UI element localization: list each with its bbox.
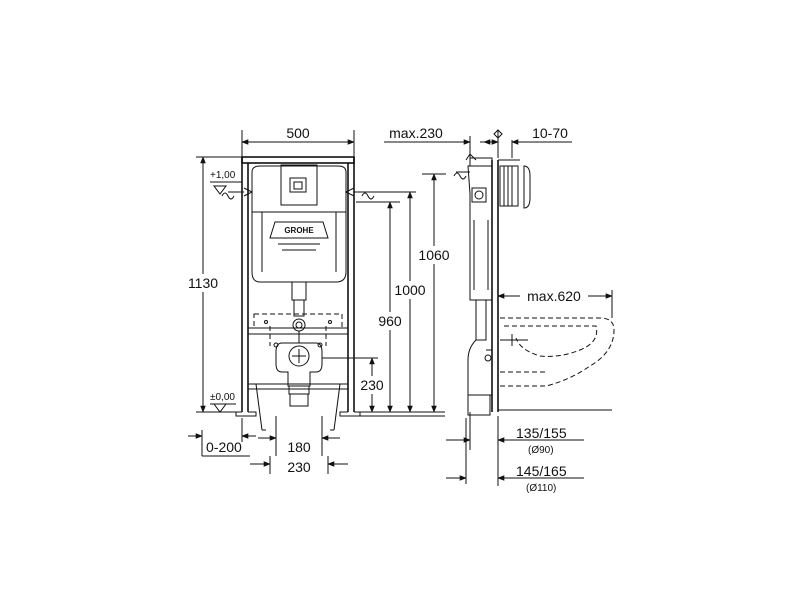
dim-spacing-180: 180 — [258, 416, 340, 456]
level-floor-label: ±0,00 — [210, 392, 235, 403]
svg-text:max.230: max.230 — [389, 125, 443, 141]
svg-text:1000: 1000 — [394, 282, 425, 298]
svg-text:500: 500 — [286, 125, 310, 141]
dim-145-165: 145/165 (Ø110) — [446, 463, 584, 494]
dim-height-230: 230 — [358, 357, 386, 413]
pan-outline — [253, 313, 343, 348]
svg-text:230: 230 — [360, 377, 384, 393]
svg-text:145/165: 145/165 — [516, 463, 567, 479]
frame — [235, 156, 361, 431]
dim-max-620: max.620 — [497, 288, 613, 318]
dim-height-1000: 1000 — [370, 191, 430, 413]
flush-plate — [499, 165, 531, 209]
side-view: max.230 10-70 max.620 135/155 (Ø90) — [384, 125, 615, 494]
svg-text:180: 180 — [287, 439, 311, 455]
dim-offset-0-200: 0-200 — [188, 418, 256, 457]
svg-text:10-70: 10-70 — [532, 125, 568, 141]
dim-height-1130: 1130 — [182, 156, 242, 413]
dim-width-500: 500 — [241, 125, 355, 157]
drain-pipe — [275, 342, 378, 407]
level-markers: +1,00 ±0,00 — [210, 170, 242, 413]
dim-height-960: 960 — [356, 201, 406, 413]
svg-text:1060: 1060 — [418, 247, 449, 263]
front-view: GROHE — [182, 125, 454, 475]
level-top-label: +1,00 — [210, 170, 236, 181]
wall — [491, 159, 612, 412]
svg-text:960: 960 — [378, 313, 402, 329]
dim-spacing-230: 230 — [250, 456, 348, 475]
frame-side — [453, 153, 493, 484]
bowl-outline — [500, 317, 615, 387]
brand-logo: GROHE — [284, 226, 314, 235]
dim-135-155: 135/155 (Ø90) — [446, 416, 584, 486]
inlet-arrows — [221, 187, 375, 200]
svg-text:135/155: 135/155 — [516, 425, 567, 441]
svg-text:(Ø90): (Ø90) — [528, 445, 554, 456]
svg-text:(Ø110): (Ø110) — [526, 483, 556, 494]
svg-text:1130: 1130 — [188, 275, 218, 291]
cistern: GROHE — [251, 164, 347, 343]
dim-wall-10-70: 10-70 — [480, 125, 572, 158]
dim-height-1060: 1060 — [414, 173, 454, 413]
svg-text:max.620: max.620 — [527, 288, 581, 304]
svg-text:230: 230 — [287, 459, 311, 475]
svg-text:0-200: 0-200 — [206, 439, 242, 455]
